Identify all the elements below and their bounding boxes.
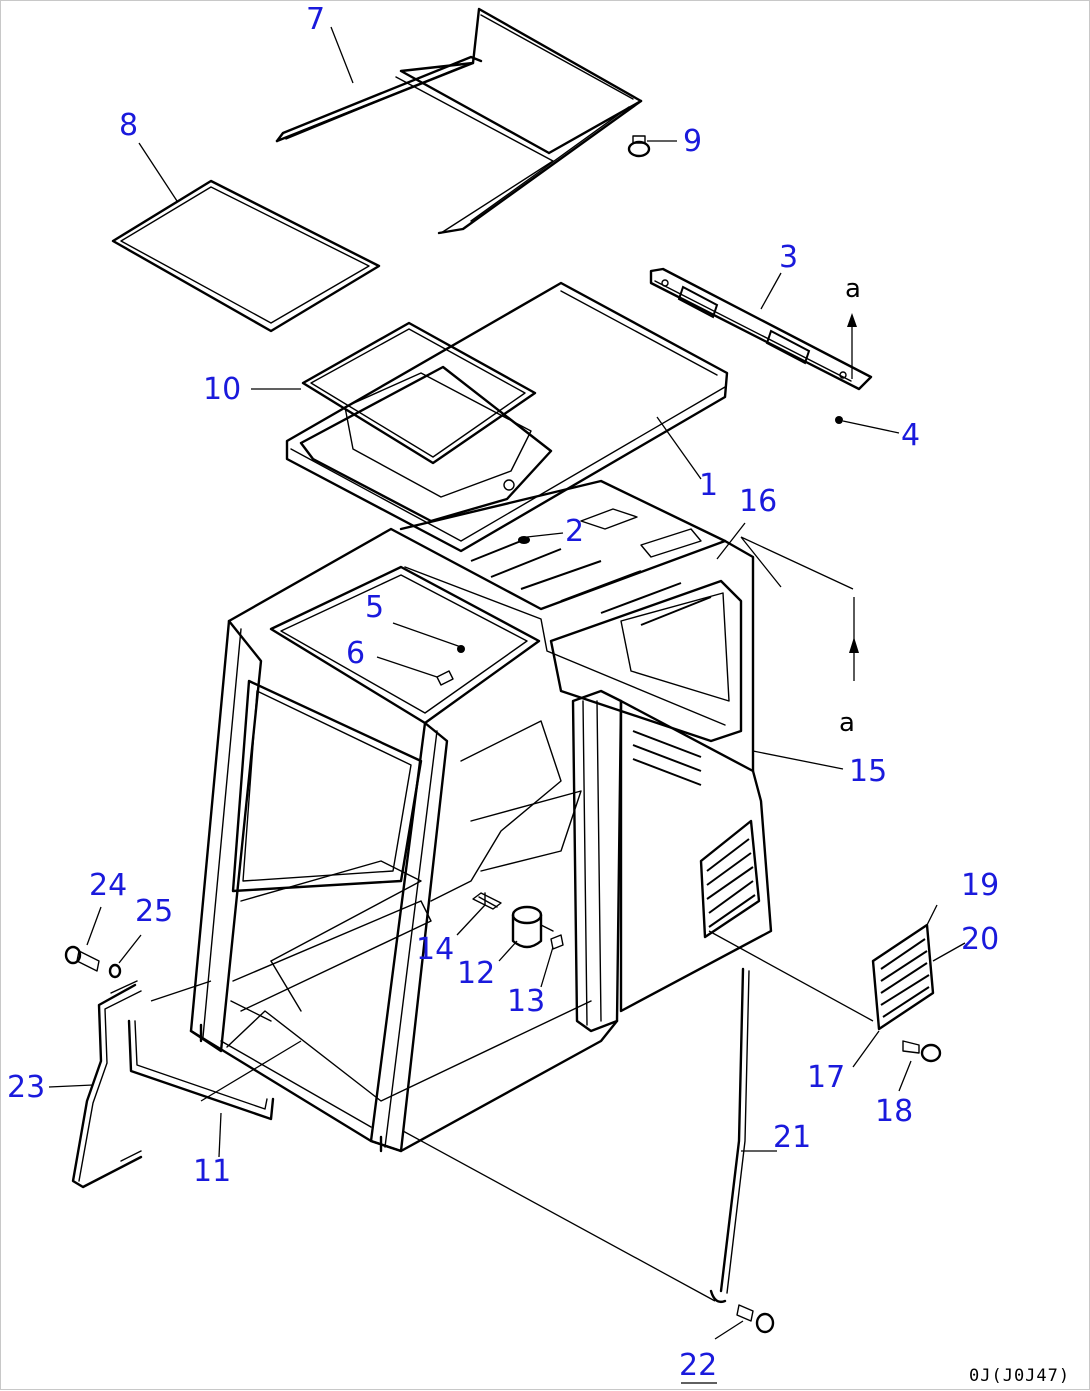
clip-part-13 [550, 934, 564, 950]
label-part-21: 21 [773, 1120, 811, 1155]
label-part-24: 24 [89, 868, 127, 903]
view-ref-a-right: a [839, 708, 855, 738]
cab-body [189, 479, 773, 1153]
bolt-part-18 [902, 1040, 942, 1063]
label-part-23: 23 [7, 1070, 45, 1105]
label-part-12: 12 [457, 956, 495, 991]
label-part-25: 25 [135, 894, 173, 929]
part-labels: 7 8 9 3 4 10 1 2 16 5 6 15 14 12 13 19 2… [7, 2, 999, 1383]
grille-part-17-19-20 [871, 923, 935, 1031]
label-part-6: 6 [346, 636, 365, 671]
label-part-15: 15 [849, 754, 887, 789]
label-part-10: 10 [203, 372, 241, 407]
label-part-14: 14 [416, 932, 454, 967]
label-part-17: 17 [807, 1060, 845, 1095]
roof-glass-part-8 [111, 179, 381, 333]
seal-strip-part-11 [127, 1019, 275, 1121]
handrail-part-23 [71, 980, 143, 1189]
label-part-20: 20 [961, 922, 999, 957]
washer-part-25 [108, 963, 122, 979]
label-part-1: 1 [699, 468, 718, 503]
label-part-7: 7 [306, 2, 325, 37]
label-part-9: 9 [683, 124, 702, 159]
nut-part-4 [835, 416, 843, 424]
drawing-code: 0J(J0J47) [969, 1366, 1070, 1386]
label-part-8: 8 [119, 108, 138, 143]
view-ref-a-top: a [845, 274, 861, 304]
leader-lines [48, 26, 966, 1340]
bolt-part-24 [64, 945, 100, 972]
rod-part-21 [709, 967, 750, 1304]
roof-rail-part-7 [275, 7, 643, 235]
fastener-part-5 [457, 645, 465, 653]
roof-seal-part-10 [301, 321, 537, 465]
view-a-arrow-right [849, 597, 859, 681]
label-part-4: 4 [901, 418, 920, 453]
label-part-22: 22 [679, 1348, 717, 1383]
label-part-18: 18 [875, 1094, 913, 1129]
bolt-part-22 [736, 1304, 775, 1334]
label-part-19: 19 [961, 868, 999, 903]
label-part-11: 11 [193, 1154, 231, 1189]
label-part-3: 3 [779, 240, 798, 275]
label-part-2: 2 [565, 514, 584, 549]
view-a-arrow-top [847, 313, 857, 379]
fastener-part-6 [436, 670, 454, 686]
label-part-16: 16 [739, 484, 777, 519]
bolt-part-9 [627, 135, 651, 158]
cover-part-3 [649, 267, 873, 391]
bolt-part-14 [472, 892, 502, 910]
label-part-5: 5 [365, 590, 384, 625]
label-part-13: 13 [507, 984, 545, 1019]
cup-holder-part-12 [511, 905, 554, 949]
roof-panel-part-1 [285, 281, 729, 553]
